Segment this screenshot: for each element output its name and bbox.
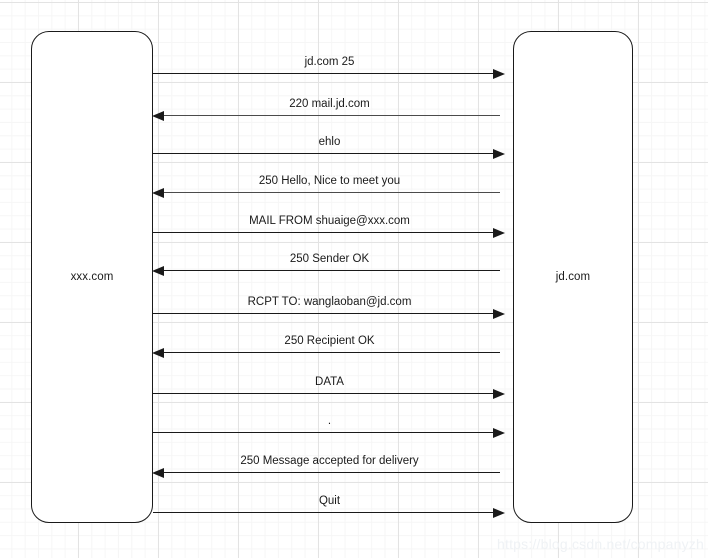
arrow-left-icon: [152, 347, 164, 358]
message-line: [159, 192, 500, 194]
arrow-right-icon: [493, 308, 505, 319]
arrow-right-icon: [493, 68, 505, 79]
message-line: [153, 512, 500, 514]
message-label: Quit: [318, 495, 341, 507]
message-label: MAIL FROM shuaige@xxx.com: [249, 215, 410, 227]
message-line: [153, 432, 500, 434]
message-label: RCPT TO: wanglaoban@jd.com: [247, 296, 412, 308]
message-line: [153, 153, 500, 155]
lifeline-label-left: xxx.com: [70, 271, 114, 283]
lifeline-box-right[interactable]: jd.com: [513, 31, 633, 523]
arrow-left-icon: [152, 467, 164, 478]
arrow-right-icon: [493, 507, 505, 518]
message-line: [159, 352, 500, 354]
message-line: [153, 313, 500, 315]
lifeline-box-left[interactable]: xxx.com: [31, 31, 153, 523]
arrow-left-icon: [152, 187, 164, 198]
arrow-right-icon: [493, 388, 505, 399]
arrow-right-icon: [493, 227, 505, 238]
arrow-right-icon: [493, 148, 505, 159]
lifeline-label-right: jd.com: [555, 271, 591, 283]
arrow-left-icon: [152, 110, 164, 121]
message-label: .: [327, 415, 332, 427]
message-label: 250 Hello, Nice to meet you: [258, 175, 401, 187]
arrow-left-icon: [152, 265, 164, 276]
message-line: [153, 393, 500, 395]
message-line: [159, 270, 500, 272]
message-line: [153, 232, 500, 234]
watermark-text: https://blog.csdn.net/companyzh: [497, 536, 704, 552]
message-line: [153, 73, 500, 75]
message-label: 220 mail.jd.com: [289, 98, 370, 110]
message-label: 250 Sender OK: [289, 253, 370, 265]
message-label: DATA: [315, 376, 344, 388]
message-line: [159, 115, 500, 117]
message-label: 250 Message accepted for delivery: [240, 455, 419, 467]
message-label: jd.com 25: [304, 56, 355, 68]
message-line: [159, 472, 500, 474]
message-label: ehlo: [318, 136, 341, 148]
message-label: 250 Recipient OK: [284, 335, 375, 347]
arrow-right-icon: [493, 427, 505, 438]
